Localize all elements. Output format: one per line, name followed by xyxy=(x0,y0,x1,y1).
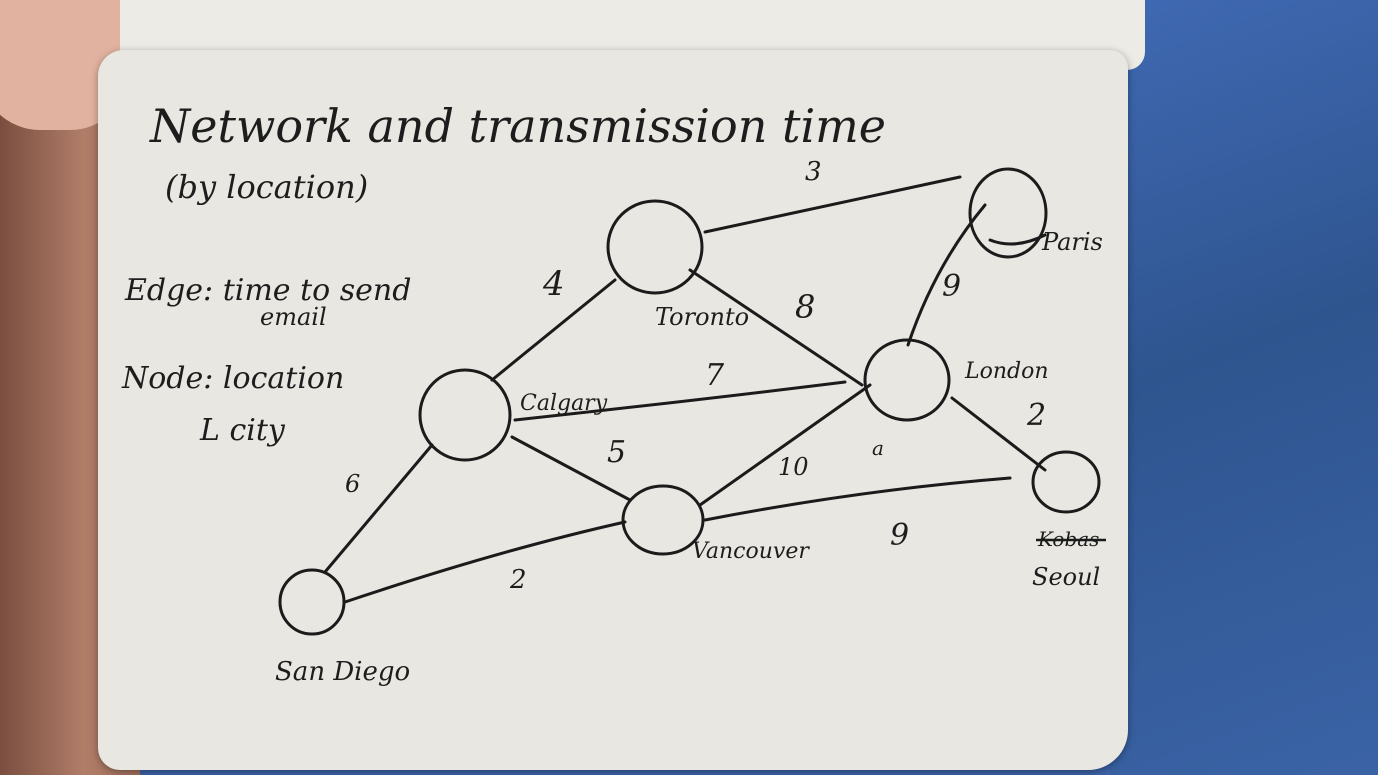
weight-toronto-london: 8 xyxy=(795,288,815,326)
label-calgary: Calgary xyxy=(520,391,608,416)
weight-toronto-paris: 3 xyxy=(805,157,822,187)
edge-calgary-london xyxy=(513,380,847,422)
weight-paris-london: 9 xyxy=(942,269,961,304)
edge-calgary-vancouver xyxy=(510,435,632,502)
weight-calgary-london: 7 xyxy=(705,358,725,393)
label-vancouver: Vancouver xyxy=(692,539,810,564)
node-seoul xyxy=(1031,450,1101,514)
node-london xyxy=(863,338,951,422)
label-san-diego: San Diego xyxy=(275,657,410,687)
weight-london-seoul: 2 xyxy=(1026,398,1046,433)
node-paris-scribble xyxy=(988,233,1047,246)
legend-node-line1: Node: location xyxy=(121,361,344,396)
legend-node-line2: L city xyxy=(199,413,286,448)
node-paris xyxy=(968,167,1048,259)
weight-sandiego-vancouver: 2 xyxy=(509,565,527,595)
weight-calgary-vancouver: 5 xyxy=(607,435,626,470)
node-calgary xyxy=(418,368,512,462)
stray-mark: a xyxy=(872,436,884,460)
edge-paris-london xyxy=(906,203,987,347)
label-london: London xyxy=(964,359,1049,384)
label-toronto: Toronto xyxy=(655,303,749,331)
edge-toronto-london xyxy=(688,268,864,387)
legend-edge-line2: email xyxy=(260,303,327,331)
edge-vancouver-london xyxy=(698,383,872,507)
node-vancouver xyxy=(621,484,705,556)
background-jeans xyxy=(1110,0,1378,775)
legend-edge-line1: Edge: time to send xyxy=(124,273,411,308)
weight-calgary-toronto: 4 xyxy=(542,264,565,304)
diagram-title: Network and transmission time xyxy=(149,99,886,153)
weight-vancouver-seoul: 9 xyxy=(890,518,909,553)
label-paris: Paris xyxy=(1041,228,1103,256)
edge-toronto-paris xyxy=(703,175,962,234)
node-san-diego xyxy=(278,568,346,636)
edge-london-seoul xyxy=(950,396,1047,472)
edge-sandiego-vancouver xyxy=(343,520,627,604)
label-seoul: Seoul xyxy=(1032,563,1100,591)
weight-vancouver-london: 10 xyxy=(778,453,809,481)
edge-vancouver-seoul xyxy=(703,476,1012,522)
node-toronto xyxy=(606,199,704,295)
weight-calgary-sandiego: 6 xyxy=(345,470,360,498)
diagram-subtitle: (by location) xyxy=(165,168,368,206)
edge-calgary-toronto xyxy=(490,278,617,382)
edge-calgary-sandiego xyxy=(323,443,434,574)
